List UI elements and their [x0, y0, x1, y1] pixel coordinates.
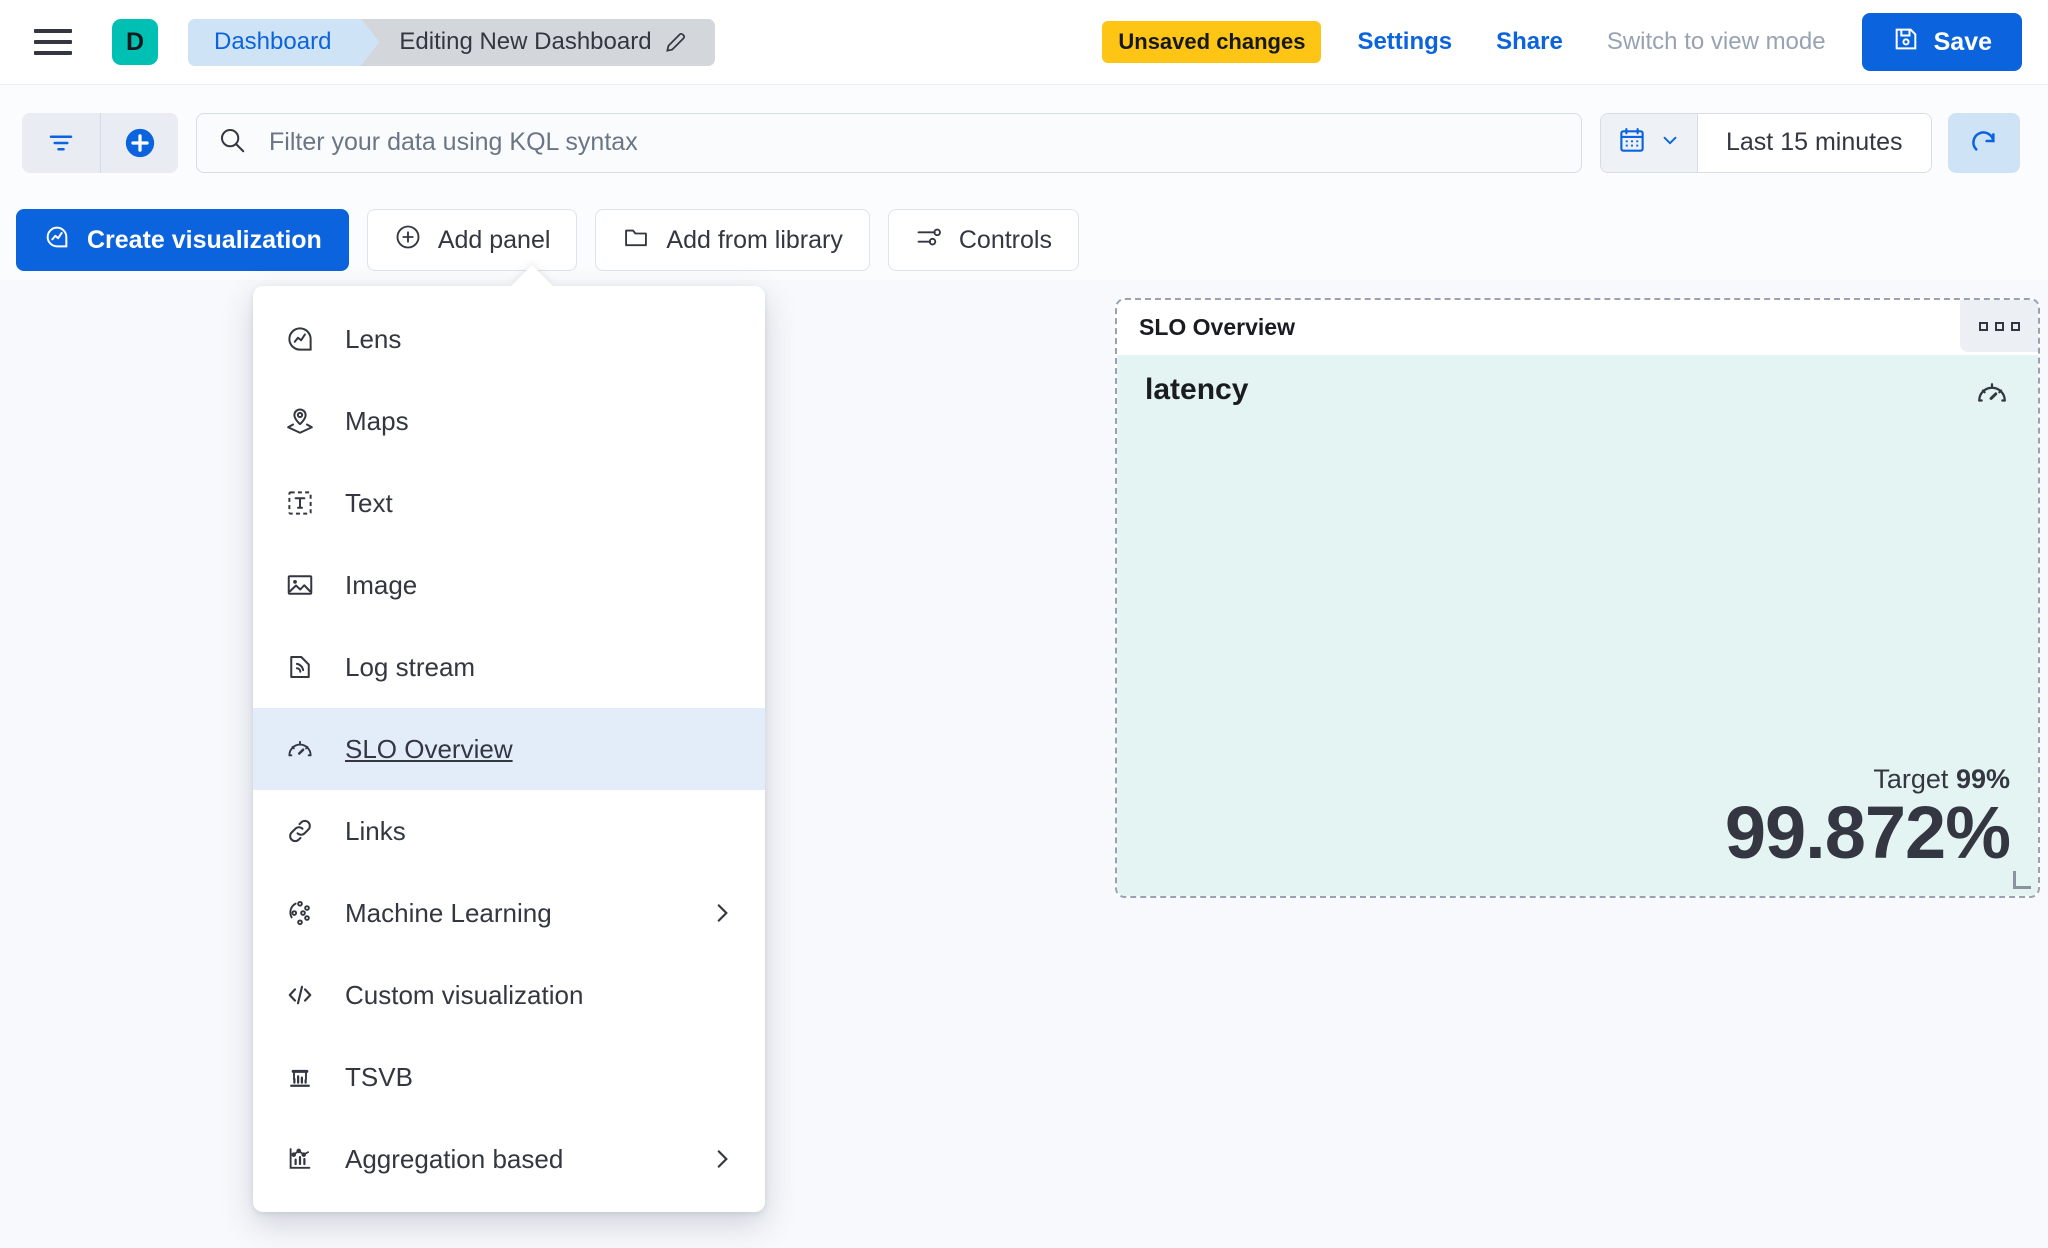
slo-name: latency: [1145, 373, 1249, 406]
add-panel-button[interactable]: Add panel: [366, 209, 578, 271]
menu-item-label: Text: [345, 487, 393, 518]
slo-target-value: 99%: [1955, 763, 2010, 794]
folder-icon: [622, 223, 650, 258]
chevron-right-icon: [709, 1146, 735, 1172]
menu-item-text[interactable]: Text: [253, 462, 765, 544]
menu-item-machine-learning[interactable]: Machine Learning: [253, 872, 765, 954]
menu-item-label: Maps: [345, 405, 409, 436]
controls-button[interactable]: Controls: [887, 209, 1079, 271]
breadcrumb-item-editing-dashboard[interactable]: Editing New Dashboard: [361, 18, 715, 66]
panel-header: SLO Overview: [1117, 300, 2038, 355]
panel-body: latency Target 99% 99.872%: [1117, 355, 2038, 896]
add-circle-icon[interactable]: [100, 112, 178, 173]
panel-metrics: Target 99% 99.872%: [1145, 764, 2011, 874]
panel-body-header: latency: [1145, 373, 2010, 416]
search-input[interactable]: [269, 128, 1561, 157]
breadcrumb-label-dashboard: Dashboard: [214, 28, 332, 55]
panel-context-menu-icon[interactable]: [1960, 300, 2038, 352]
breadcrumb: Dashboard Editing New Dashboard: [188, 18, 715, 66]
chevron-right-icon: [709, 900, 735, 926]
slo-target-label: Target: [1873, 763, 1949, 794]
map-marker-layers-icon: [283, 406, 317, 436]
controls-label: Controls: [958, 225, 1052, 254]
menu-item-log-stream[interactable]: Log stream: [253, 626, 765, 708]
unsaved-changes-badge[interactable]: Unsaved changes: [1102, 21, 1322, 63]
code-icon: [283, 980, 317, 1010]
date-range-picker: Last 15 minutes: [1600, 112, 1932, 173]
link-icon: [283, 816, 317, 846]
menu-item-lens[interactable]: Lens: [253, 298, 765, 380]
create-visualization-button[interactable]: Create visualization: [16, 209, 349, 271]
pencil-icon[interactable]: [663, 29, 689, 55]
settings-link[interactable]: Settings: [1357, 28, 1453, 55]
add-panel-dropdown-menu: Lens Maps Text Image: [253, 286, 765, 1212]
refresh-icon[interactable]: [1947, 112, 2020, 173]
add-from-library-button[interactable]: Add from library: [595, 209, 870, 271]
menu-item-links[interactable]: Links: [253, 790, 765, 872]
aggregation-chart-icon: [283, 1144, 317, 1174]
switch-to-view-mode-link[interactable]: Switch to view mode: [1606, 28, 1826, 55]
app-badge[interactable]: D: [112, 19, 158, 65]
gauge-icon: [1974, 375, 2010, 416]
share-link[interactable]: Share: [1496, 28, 1563, 55]
menu-item-label: Custom visualization: [345, 979, 584, 1010]
menu-item-image[interactable]: Image: [253, 544, 765, 626]
hamburger-menu-icon[interactable]: [34, 25, 74, 59]
save-button-label: Save: [1933, 27, 1992, 56]
menu-item-label: Machine Learning: [345, 897, 552, 928]
menu-item-aggregation-based[interactable]: Aggregation based: [253, 1118, 765, 1200]
search-input-wrapper[interactable]: [196, 112, 1582, 173]
slo-sli-value: 99.872%: [1724, 790, 2011, 874]
text-box-icon: [283, 488, 317, 518]
calendar-icon: [1617, 125, 1647, 160]
calendar-quick-select-button[interactable]: [1601, 113, 1698, 172]
tsvb-icon: [283, 1062, 317, 1092]
machine-learning-icon: [283, 898, 317, 928]
add-panel-label: Add panel: [437, 225, 551, 254]
query-bar: Last 15 minutes: [0, 85, 2048, 200]
breadcrumb-item-dashboard[interactable]: Dashboard: [188, 18, 380, 66]
menu-item-label: Log stream: [345, 651, 476, 682]
slo-target: Target 99%: [1145, 764, 2010, 795]
breadcrumb-label-editing: Editing New Dashboard: [399, 28, 652, 55]
plus-circle-icon: [394, 223, 422, 258]
slo-overview-panel[interactable]: SLO Overview latency Target 99% 99.872%: [1115, 298, 2040, 898]
menu-item-custom-visualization[interactable]: Custom visualization: [253, 954, 765, 1036]
menu-item-label: Aggregation based: [345, 1143, 564, 1174]
menu-item-tsvb[interactable]: TSVB: [253, 1036, 765, 1118]
filter-icon[interactable]: [22, 112, 100, 173]
controls-icon: [915, 223, 943, 258]
image-icon: [283, 570, 317, 600]
add-from-library-label: Add from library: [666, 225, 843, 254]
menu-item-label: SLO Overview: [345, 733, 513, 764]
dashboard-editing-toolbar: Create visualization Add panel Add from …: [0, 200, 2048, 280]
menu-item-label: Lens: [345, 323, 402, 354]
panel-title: SLO Overview: [1139, 314, 1295, 340]
menu-item-maps[interactable]: Maps: [253, 380, 765, 462]
menu-item-slo-overview[interactable]: SLO Overview: [253, 708, 765, 790]
lens-icon: [283, 324, 317, 354]
gauge-icon: [283, 734, 317, 764]
log-stream-icon: [283, 652, 317, 682]
date-range-text[interactable]: Last 15 minutes: [1698, 113, 1931, 172]
menu-item-label: Image: [345, 569, 418, 600]
resize-handle-icon[interactable]: [2013, 871, 2031, 889]
chevron-down-icon: [1659, 129, 1681, 156]
menu-item-label: TSVB: [345, 1061, 413, 1092]
top-nav-actions: Unsaved changes Settings Share Switch to…: [1102, 13, 2022, 71]
filter-button-group: [22, 112, 178, 173]
save-disk-icon: [1892, 25, 1920, 60]
lens-icon: [43, 223, 71, 258]
menu-item-label: Links: [345, 815, 406, 846]
search-icon: [217, 125, 247, 160]
dropdown-arrow: [510, 265, 554, 287]
create-visualization-label: Create visualization: [87, 225, 322, 254]
save-button[interactable]: Save: [1861, 13, 2022, 71]
top-navigation-bar: D Dashboard Editing New Dashboard Unsave…: [0, 0, 2048, 85]
